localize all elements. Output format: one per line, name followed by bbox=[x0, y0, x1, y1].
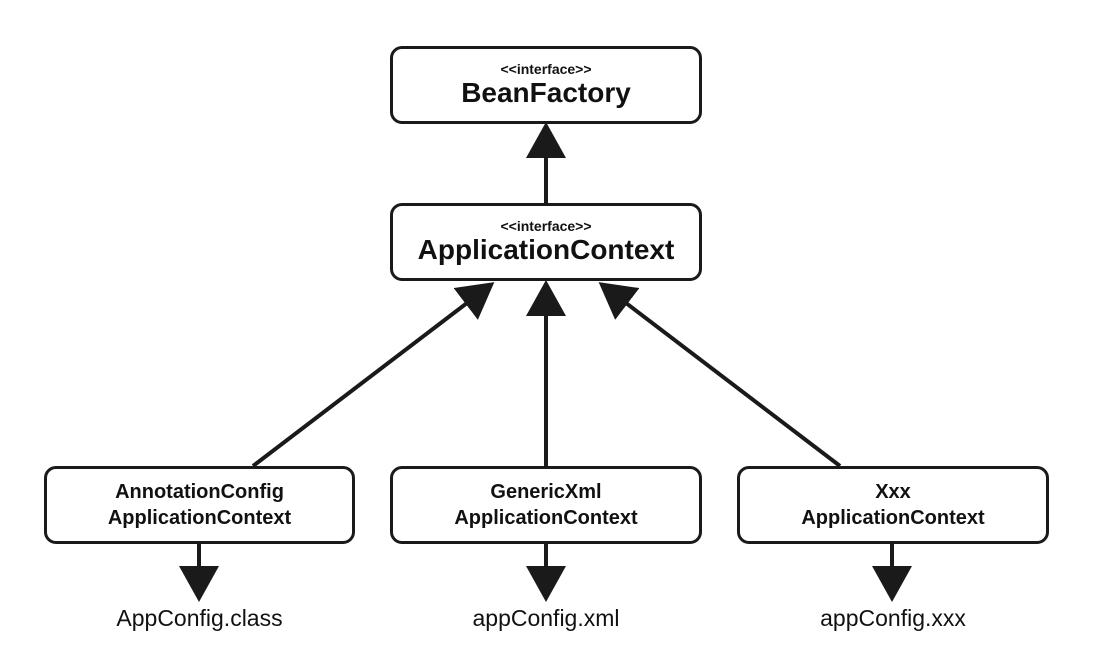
applicationcontext-name: ApplicationContext bbox=[417, 234, 675, 265]
annotationconfig-applicationcontext-box: AnnotationConfig ApplicationContext bbox=[44, 466, 355, 544]
beanfactory-name: BeanFactory bbox=[461, 77, 631, 108]
config-source-annotation: AppConfig.class bbox=[116, 605, 283, 631]
config-source-xml: appConfig.xml bbox=[472, 605, 620, 631]
implementation-name-line2: ApplicationContext bbox=[801, 507, 985, 529]
applicationcontext-interface-box: <<interface>> ApplicationContext bbox=[390, 203, 702, 281]
inherit-arrow-xxx-to-applicationcontext bbox=[598, 282, 842, 468]
implementation-name-line2: ApplicationContext bbox=[107, 507, 292, 529]
genericxml-applicationcontext-box: GenericXml ApplicationContext bbox=[390, 466, 702, 544]
xxx-applicationcontext-box: Xxx ApplicationContext bbox=[737, 466, 1049, 544]
implementation-name-line1: Xxx bbox=[875, 481, 911, 503]
inherit-arrow-annotation-to-applicationcontext bbox=[251, 282, 495, 468]
beanfactory-interface-box: <<interface>> BeanFactory bbox=[390, 46, 702, 124]
implementation-name-line1: GenericXml bbox=[490, 481, 602, 503]
beanfactory-stereotype: <<interface>> bbox=[500, 61, 592, 77]
applicationcontext-stereotype: <<interface>> bbox=[500, 218, 592, 234]
implementation-name-line1: AnnotationConfig bbox=[115, 481, 284, 503]
config-source-xxx: appConfig.xxx bbox=[820, 605, 966, 631]
implementation-name-line2: ApplicationContext bbox=[454, 507, 638, 529]
